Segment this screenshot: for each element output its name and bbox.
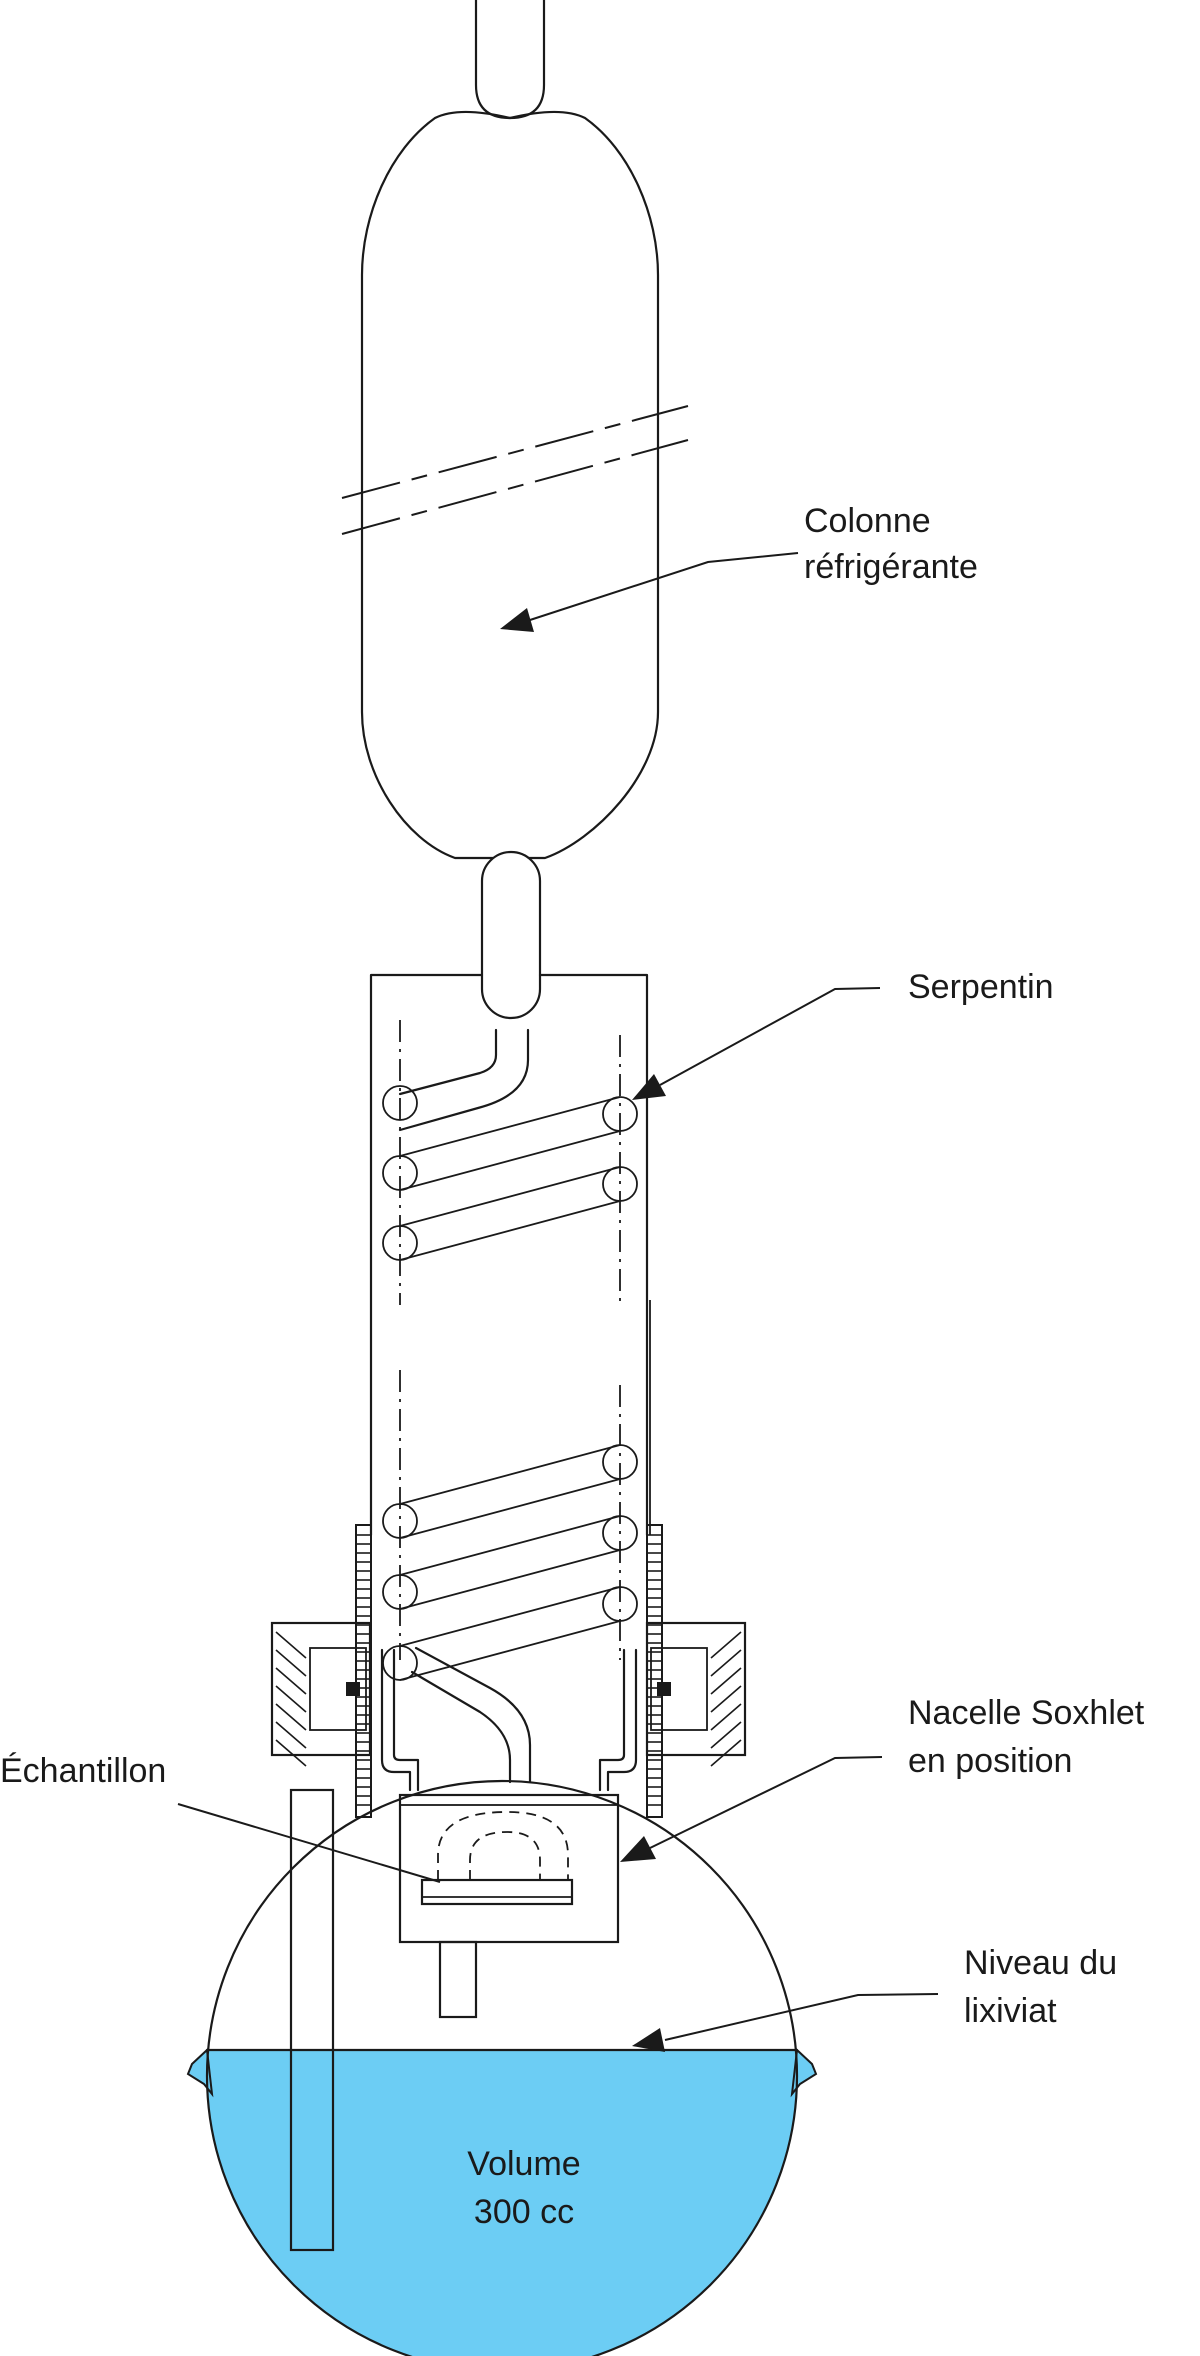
label-volume-line2: 300 cc — [474, 2193, 574, 2231]
coil-turn — [382, 1085, 418, 1121]
hatch-line — [275, 1631, 307, 1659]
label-column-line1: Colonne — [804, 502, 931, 540]
soxhlet-basket — [398, 1793, 620, 2019]
leaders — [177, 552, 939, 2052]
label-coil: Serpentin — [908, 968, 1054, 1006]
siphon-outer — [437, 1811, 569, 1880]
column-body — [360, 110, 660, 860]
coil-inlet-pipe — [398, 1028, 498, 1096]
hatch-line — [275, 1703, 307, 1731]
hatch-line — [710, 1703, 742, 1731]
hatch-line — [710, 1685, 742, 1713]
hatch-line — [275, 1739, 307, 1767]
hatch-line — [275, 1685, 307, 1713]
leader-column — [529, 552, 799, 621]
hatch-line — [710, 1739, 742, 1767]
basket-drain-tube — [438, 1940, 478, 2019]
basket-hook-left-inner — [392, 1648, 420, 1792]
label-column-line2: réfrigérante — [804, 548, 978, 586]
coil-upper — [382, 1085, 638, 1261]
hatch-line — [275, 1649, 307, 1677]
sleeve-right — [646, 1524, 663, 1818]
flask — [186, 1779, 818, 2356]
coil-outlet-pipe — [410, 1670, 512, 1784]
seal-left — [346, 1682, 360, 1696]
basket-body — [398, 1793, 620, 1944]
clamp-nut-left — [270, 1621, 372, 1757]
leader-level — [664, 1993, 939, 2041]
hatch-line — [275, 1667, 307, 1695]
basket-neck — [399, 1794, 619, 1806]
label-level-line2: lixiviat — [964, 1992, 1057, 2030]
coil-inlet-pipe-outer — [398, 1028, 530, 1132]
coil-lower — [382, 1444, 638, 1681]
arrow-column — [500, 608, 534, 632]
siphon-inner — [469, 1831, 541, 1880]
condenser-column — [341, 0, 689, 1020]
leader-sample — [177, 1803, 441, 1883]
labels: Colonne réfrigérante Serpentin Nacelle S… — [0, 502, 1145, 2231]
leader-basket — [649, 1756, 883, 1849]
hatch-line — [275, 1721, 307, 1749]
label-level-line1: Niveau du — [964, 1944, 1117, 1982]
clamp-nut-left-inner — [309, 1647, 367, 1731]
basket-hook-right — [606, 1648, 638, 1792]
clamp-nut-right — [645, 1621, 747, 1757]
hatch-line — [710, 1667, 742, 1695]
arrow-level — [632, 2028, 665, 2052]
extractor-wall — [369, 973, 484, 1537]
arrow-coil — [632, 1074, 666, 1100]
coil-outlet-pipe-inner — [414, 1646, 532, 1784]
basket-hook-left — [380, 1648, 412, 1792]
basket-hook-right-inner — [598, 1648, 626, 1792]
break-line-upper — [341, 405, 689, 499]
arrow-basket — [620, 1836, 656, 1862]
label-volume-line1: Volume — [467, 2145, 580, 2183]
clamp-nut-right-inner — [650, 1647, 708, 1731]
break-line-lower — [341, 439, 689, 535]
clamp-assembly — [270, 1524, 747, 1818]
extractor-body — [369, 973, 651, 1784]
label-basket-line2: en position — [908, 1742, 1072, 1780]
top-tube — [474, 0, 546, 120]
sleeve-left — [355, 1524, 372, 1818]
leader-coil — [659, 987, 881, 1086]
label-basket-line1: Nacelle Soxhlet — [908, 1694, 1145, 1732]
seal-right — [657, 1682, 671, 1696]
hatch-line — [710, 1721, 742, 1749]
column-connector — [480, 850, 542, 1020]
sample — [420, 1878, 574, 1906]
hatch-line — [710, 1631, 742, 1659]
flask-outline — [205, 1779, 799, 2356]
dip-tube — [289, 1788, 335, 2252]
hatch-line — [710, 1649, 742, 1677]
label-sample: Échantillon — [0, 1752, 166, 1790]
extractor-wall-right — [538, 973, 649, 1537]
